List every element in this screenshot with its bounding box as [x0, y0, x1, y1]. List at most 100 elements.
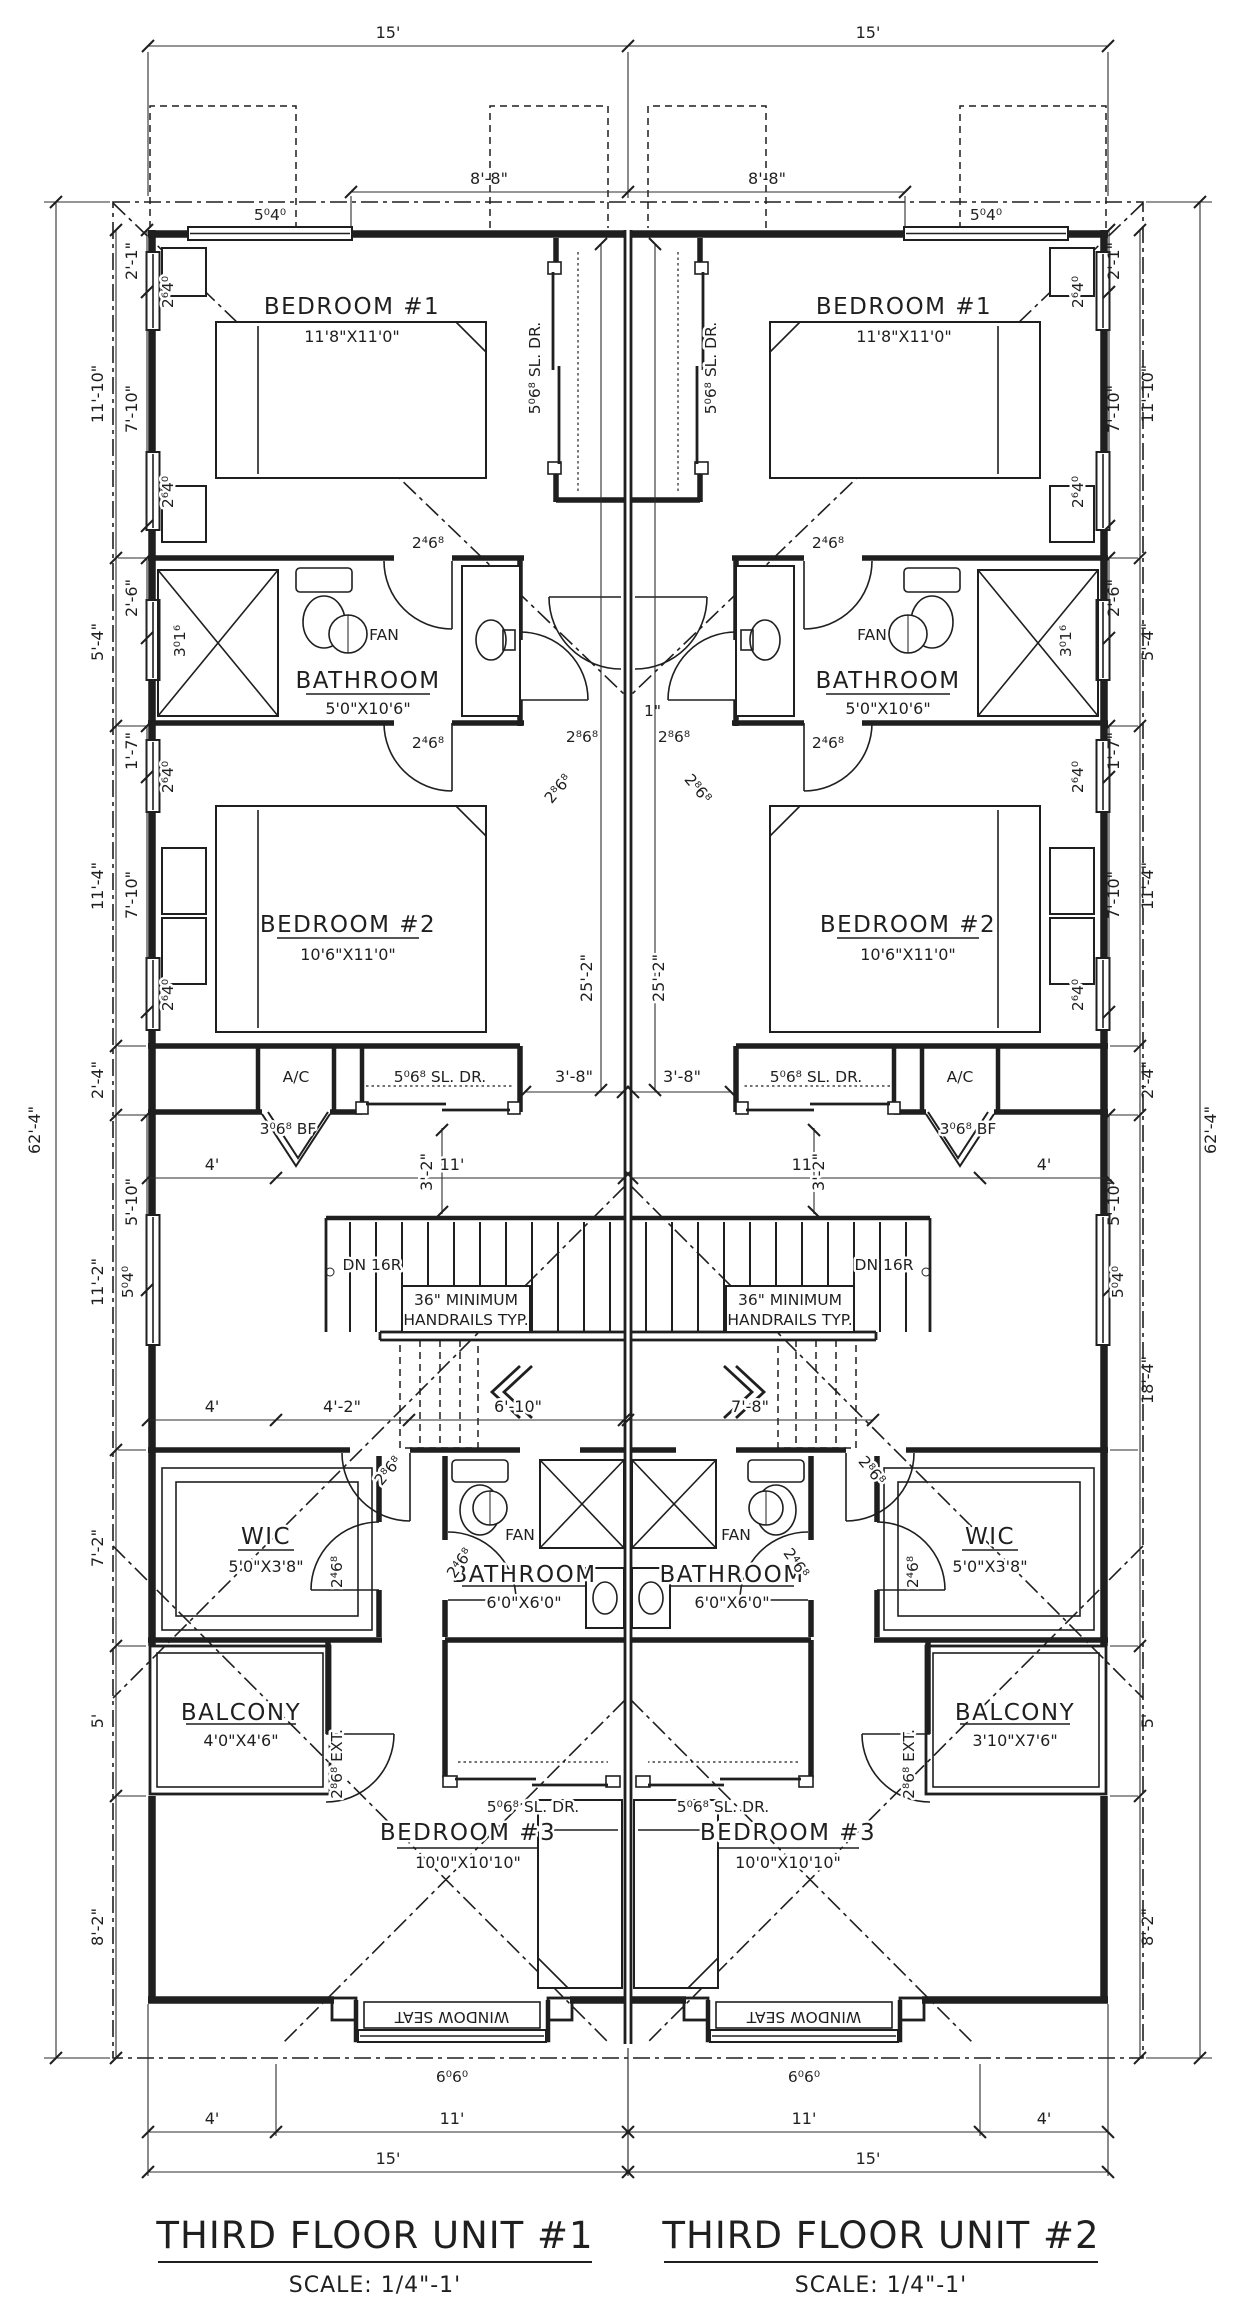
dim-78-u2: 7'-8": [731, 1397, 769, 1416]
dim-15-bottom-u2: 15': [856, 2149, 881, 2168]
window-label-5040-top-u1: 5⁰4⁰: [254, 206, 286, 224]
door-label-sliding-bed2-u2: 5⁰6⁸ SL. DR.: [770, 1068, 863, 1086]
room-label-wic-u1: WIC: [241, 1524, 291, 1550]
handrail-note-2-u1: HANDRAILS TYP.: [403, 1311, 528, 1329]
door-label-ext-u1: 2⁸6⁸ EXT.: [328, 1729, 346, 1799]
dim-right-114: 11'-4": [1138, 862, 1157, 910]
room-label-bedroom3-u1: BEDROOM #3: [380, 1820, 556, 1846]
label-underlines-unit1: [186, 321, 586, 1849]
dim-252-u2: 25'-2": [649, 954, 668, 1002]
dim-252-u1: 25'-2": [577, 954, 596, 1002]
door-label-2468-bath-bottom-u2: 2⁴6⁸: [812, 734, 844, 752]
dim-right-54: 5'-4": [1138, 623, 1157, 661]
window-label-5040-stair-u2: 5⁰4⁰: [1109, 1266, 1127, 1298]
dim-11-bottom-u2: 11': [792, 2109, 817, 2128]
door-label-sliding-bed3-u1: 5⁰6⁸ SL. DR.: [487, 1798, 580, 1816]
door-label-sliding-bed2-u1: 5⁰6⁸ SL. DR.: [394, 1068, 487, 1086]
dim-right-82: 8'-2": [1138, 1908, 1157, 1946]
handrail-note-1-u1: 36" MINIMUM: [414, 1291, 518, 1309]
window-label-3016-u2: 3⁰1⁶: [1057, 625, 1075, 657]
dim-11-hall-u1: 11': [440, 1155, 465, 1174]
dim-4-hall-u1: 4': [205, 1155, 220, 1174]
dim-left-710a: 7'-10": [122, 385, 141, 433]
dim-right-5: 5': [1138, 1714, 1157, 1729]
door-label-2868-stairhall-u1: 2⁸6⁸: [371, 1453, 405, 1489]
dim-left-26: 2'-6": [122, 579, 141, 617]
room-label-balcony-u1: BALCONY: [181, 1700, 301, 1726]
unit1-geometry: [113, 106, 634, 2178]
dim-party-wall-gap: 1": [644, 702, 661, 720]
dim-42-u1: 4'-2": [323, 1397, 361, 1416]
fan-label-bath-lower-u1: FAN: [505, 1526, 535, 1544]
dim-32-u1: 3'-2": [417, 1153, 436, 1191]
room-label-bedroom2-u2: BEDROOM #2: [820, 912, 996, 938]
window-label-6060-u1: 6⁰6⁰: [436, 2068, 468, 2086]
door-label-2868-rot-u2: 2⁸6⁸: [681, 771, 715, 807]
door-label-bifold-u2: 3⁰6⁸ BF: [940, 1120, 997, 1138]
dim-right-710a: 7'-10": [1104, 385, 1123, 433]
dim-left-54: 5'-4": [88, 623, 107, 661]
dim-right-184: 18'-4": [1138, 1356, 1157, 1404]
dim-left-112: 11'-2": [88, 1258, 107, 1306]
title-unit1: THIRD FLOOR UNIT #1: [155, 2214, 593, 2257]
door-label-2468-bath-top-u1: 2⁴6⁸: [412, 534, 444, 552]
party-wall: [623, 230, 633, 2044]
room-size-bath-lower-u2: 6'0"X6'0": [694, 1593, 769, 1612]
room-size-bedroom1-u1: 11'8"X11'0": [304, 327, 400, 346]
door-label-2868-rot-u1: 2⁸6⁸: [541, 771, 575, 807]
room-label-balcony-u2: BALCONY: [955, 1700, 1075, 1726]
room-label-bedroom3-u2: BEDROOM #3: [700, 1820, 876, 1846]
door-label-2468-wic-u1: 2⁴6⁸: [328, 1556, 346, 1588]
dim-38-u2: 3'-8": [663, 1067, 701, 1086]
door-label-sliding-bed1-u2: 5⁰6⁸ SL. DR.: [702, 322, 720, 415]
room-label-wic-u2: WIC: [965, 1524, 1015, 1550]
room-size-wic-u1: 5'0"X3'8": [228, 1557, 303, 1576]
dim-left-1110: 11'-10": [88, 365, 107, 423]
room-label-bedroom1-u2: BEDROOM #1: [816, 294, 992, 320]
door-label-ext-u2: 2⁸6⁸ EXT.: [900, 1729, 918, 1799]
door-label-sliding-bed3-u2: 5⁰6⁸ SL. DR.: [677, 1798, 770, 1816]
dim-left-5: 5': [88, 1714, 107, 1729]
dim-left-82: 8'-2": [88, 1908, 107, 1946]
room-size-bath-upper-u1: 5'0"X10'6": [325, 699, 410, 718]
door-label-2868-hall-u1: 2⁸6⁸: [566, 728, 598, 746]
window-label-2640-a-u1: 2⁶4⁰: [159, 276, 177, 308]
stair-dn-label-u2: DN 16R: [855, 1256, 914, 1274]
dim-left-114: 11'-4": [88, 862, 107, 910]
dim-right-24: 2'-4": [1138, 1061, 1157, 1099]
room-size-bedroom1-u2: 11'8"X11'0": [856, 327, 952, 346]
dim-right-21: 2'-1": [1104, 242, 1123, 280]
handrail-note-1-u2: 36" MINIMUM: [738, 1291, 842, 1309]
dim-left-710b: 7'-10": [122, 871, 141, 919]
window-label-2640-c-u1: 2⁶4⁰: [159, 761, 177, 793]
stair-dn-label-u1: DN 16R: [343, 1256, 402, 1274]
dim-right-710b: 7'-10": [1104, 871, 1123, 919]
door-label-2468-bath-top-u2: 2⁴6⁸: [812, 534, 844, 552]
dim-left-17: 1'-7": [122, 732, 141, 770]
dim-right-17: 1'-7": [1104, 732, 1123, 770]
dim-4-bottom-u1: 4': [205, 2109, 220, 2128]
room-size-bedroom3-u2: 10'0"X10'10": [735, 1853, 841, 1872]
scale-unit2: SCALE: 1/4"-1': [795, 2273, 967, 2298]
roof-overhang-outline: [112, 201, 1144, 2059]
dim-610-u1: 6'-10": [494, 1397, 542, 1416]
label-underlines-unit2: [670, 321, 1070, 1849]
window-label-5040-top-u2: 5⁰4⁰: [970, 206, 1002, 224]
dim-15-bottom-u1: 15': [376, 2149, 401, 2168]
door-label-2468-wic-u2: 2⁴6⁸: [904, 1556, 922, 1588]
window-label-5040-stair-u1: 5⁰4⁰: [119, 1266, 137, 1298]
dim-11-hall-u2: 11': [792, 1155, 817, 1174]
scale-unit1: SCALE: 1/4"-1': [289, 2273, 461, 2298]
door-label-bifold-u1: 3⁰6⁸ BF: [260, 1120, 317, 1138]
window-label-6060-u2: 6⁰6⁰: [788, 2068, 820, 2086]
room-label-bedroom2-u1: BEDROOM #2: [260, 912, 436, 938]
room-label-bath-lower-u1: BATHROOM: [451, 1562, 596, 1588]
dim-left-510: 5'-10": [122, 1178, 141, 1226]
dim-32-u2: 3'-2": [809, 1153, 828, 1191]
dim-right-1110: 11'-10": [1138, 365, 1157, 423]
door-label-2868-hall-u2: 2⁸6⁸: [658, 728, 690, 746]
dim-top-88-u2: 8'-8": [748, 169, 786, 188]
window-seat-label-u2: WINDOW SEAT: [746, 2008, 861, 2026]
window-label-2640-d-u2: 2⁶4⁰: [1069, 979, 1087, 1011]
